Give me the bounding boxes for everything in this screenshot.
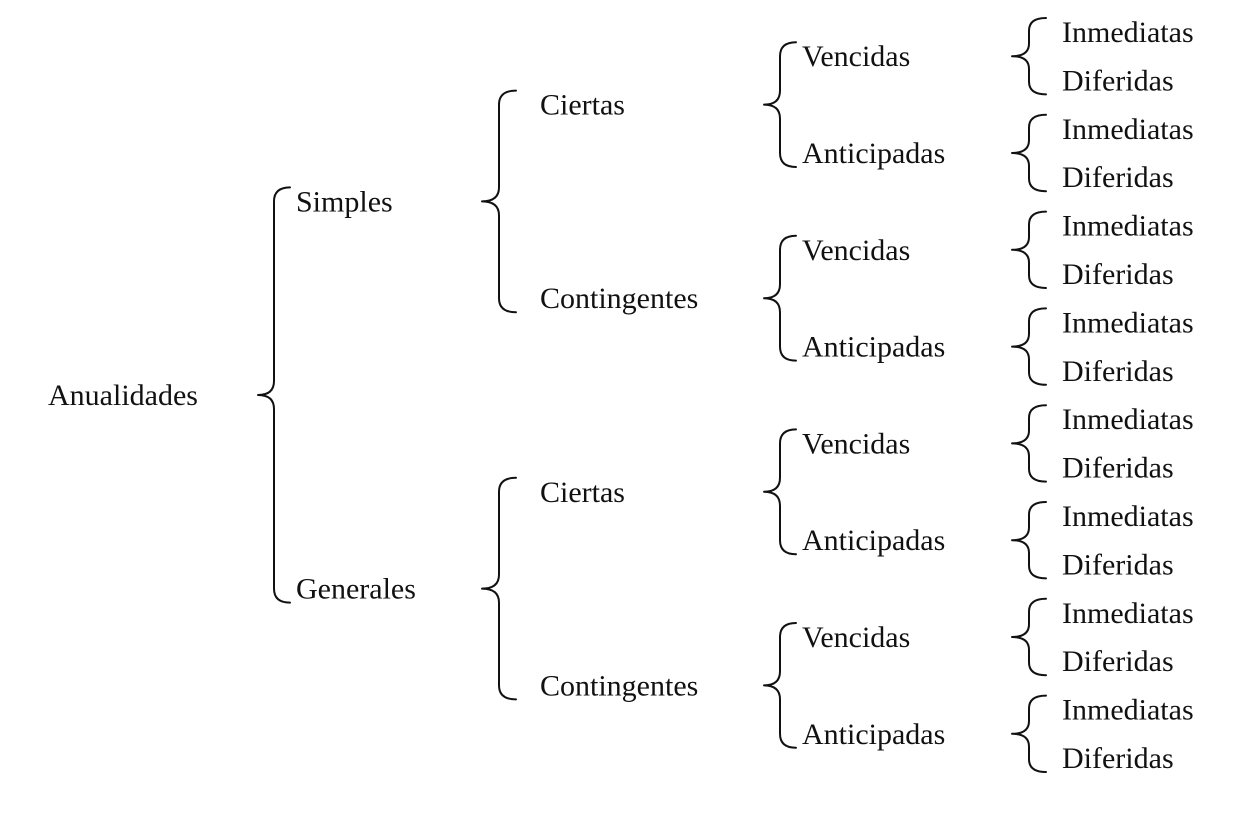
node-label-inmediatas: Inmediatas	[1062, 306, 1194, 339]
brace-ciertas	[763, 428, 797, 556]
node-label-diferidas: Diferidas	[1062, 161, 1174, 194]
node-label-vencidas: Vencidas	[802, 234, 910, 267]
brace-anticipadas	[1011, 113, 1047, 193]
brace-contingentes	[763, 622, 797, 749]
brace-anualidades	[257, 186, 291, 604]
node-label-inmediatas: Inmediatas	[1062, 694, 1194, 727]
node-label-contingentes: Contingentes	[540, 282, 698, 315]
node-label-diferidas: Diferidas	[1062, 645, 1174, 678]
node-label-vencidas: Vencidas	[802, 427, 910, 460]
node-label-anticipadas: Anticipadas	[802, 137, 945, 170]
node-label-anticipadas: Anticipadas	[802, 524, 945, 557]
brace-anticipadas	[1011, 307, 1047, 386]
node-label-inmediatas: Inmediatas	[1062, 597, 1194, 630]
brace-vencidas	[1011, 597, 1047, 677]
brace-simples	[481, 89, 517, 314]
node-label-inmediatas: Inmediatas	[1062, 500, 1194, 533]
node-label-diferidas: Diferidas	[1062, 452, 1174, 485]
node-label-inmediatas: Inmediatas	[1062, 403, 1194, 436]
brace-vencidas	[1011, 404, 1047, 483]
node-label-diferidas: Diferidas	[1062, 548, 1174, 581]
node-label-diferidas: Diferidas	[1062, 258, 1174, 291]
node-label-vencidas: Vencidas	[802, 40, 910, 73]
node-label-diferidas: Diferidas	[1062, 64, 1174, 97]
brace-anticipadas	[1011, 501, 1047, 580]
node-label-diferidas: Diferidas	[1062, 355, 1174, 388]
node-label-generales: Generales	[296, 573, 416, 606]
node-label-inmediatas: Inmediatas	[1062, 113, 1194, 146]
brace-vencidas	[1011, 17, 1047, 96]
node-label-anticipadas: Anticipadas	[802, 331, 945, 364]
node-label-ciertas: Ciertas	[540, 89, 625, 122]
brace-contingentes	[763, 234, 797, 362]
node-label-inmediatas: Inmediatas	[1062, 210, 1194, 243]
node-label-diferidas: Diferidas	[1062, 742, 1174, 775]
node-label-contingentes: Contingentes	[540, 669, 698, 702]
brace-vencidas	[1011, 210, 1047, 289]
node-label-inmediatas: Inmediatas	[1062, 16, 1194, 49]
node-label-anualidades: Anualidades	[48, 379, 198, 412]
node-label-ciertas: Ciertas	[540, 476, 625, 509]
node-label-simples: Simples	[296, 185, 393, 218]
brace-ciertas	[763, 41, 797, 168]
node-label-vencidas: Vencidas	[802, 621, 910, 654]
brace-generales	[481, 476, 517, 701]
brace-anticipadas	[1011, 694, 1047, 773]
node-label-anticipadas: Anticipadas	[802, 718, 945, 751]
